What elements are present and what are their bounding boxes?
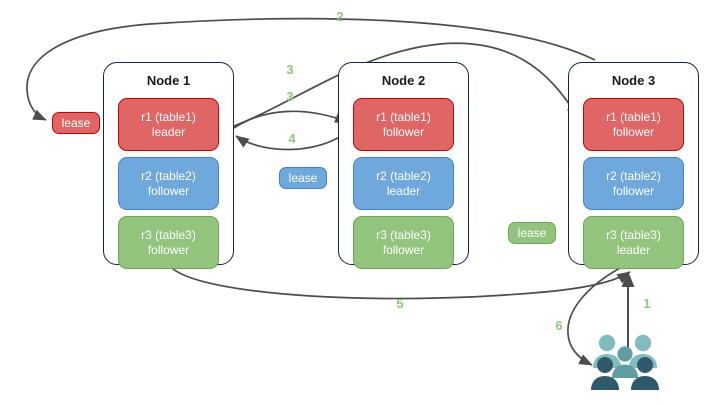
replica-name: r2 (table2): [606, 168, 661, 183]
replica-r3[interactable]: r3 (table3) follower: [353, 216, 454, 269]
edge-label-3b: 3: [286, 89, 294, 104]
replica-role: leader: [616, 242, 651, 257]
edge-label-5: 5: [396, 296, 404, 311]
replica-name: r3 (table3): [141, 227, 196, 242]
replica-role: follower: [382, 242, 425, 257]
node-box-node-2[interactable]: Node 2 r1 (table1) follower r2 (table2) …: [338, 62, 469, 269]
replica-r3[interactable]: r3 (table3) follower: [118, 216, 219, 269]
replica-r1[interactable]: r1 (table1) leader: [118, 98, 219, 151]
edge-label-3a: 3: [286, 62, 294, 77]
replica-role: follower: [147, 183, 190, 198]
replica-role: follower: [612, 183, 655, 198]
replica-role: follower: [147, 242, 190, 257]
edge-label-2: 2: [336, 9, 344, 24]
replica-r3[interactable]: r3 (table3) leader: [583, 216, 684, 269]
edge-label-6: 6: [555, 318, 563, 333]
edge-5-path: [169, 265, 631, 300]
edge-label-4: 4: [288, 131, 296, 146]
replica-r2[interactable]: r2 (table2) follower: [118, 157, 219, 210]
node-title: Node 3: [611, 73, 656, 88]
replica-name: r2 (table2): [376, 168, 431, 183]
replica-r1[interactable]: r1 (table1) follower: [583, 98, 684, 151]
node-box-node-3[interactable]: Node 3 r1 (table1) follower r2 (table2) …: [568, 62, 699, 269]
replica-name: r2 (table2): [141, 168, 196, 183]
replica-role: leader: [386, 183, 421, 198]
clients-actor[interactable]: [588, 332, 668, 392]
node-title: Node 2: [381, 73, 426, 88]
replica-r1[interactable]: r1 (table1) follower: [353, 98, 454, 151]
replica-role: follower: [612, 124, 655, 139]
node-box-node-1[interactable]: Node 1 r1 (table1) leader r2 (table2) fo…: [103, 62, 234, 269]
lease-badge-r2[interactable]: lease: [279, 167, 327, 189]
replica-name: r3 (table3): [606, 227, 661, 242]
node-title: Node 1: [146, 73, 191, 88]
replica-name: r3 (table3): [376, 227, 431, 242]
lease-badge-r3[interactable]: lease: [508, 222, 556, 244]
replica-r2[interactable]: r2 (table2) leader: [353, 157, 454, 210]
replica-role: follower: [382, 124, 425, 139]
replica-r2[interactable]: r2 (table2) follower: [583, 157, 684, 210]
edge-3b-path: [233, 110, 349, 129]
replica-name: r1 (table1): [141, 109, 196, 124]
people-group-icon: [591, 334, 659, 390]
replica-role: leader: [151, 124, 186, 139]
edge-label-1: 1: [643, 296, 651, 311]
replica-name: r1 (table1): [606, 109, 661, 124]
replica-name: r1 (table1): [376, 109, 431, 124]
lease-badge-r1[interactable]: lease: [52, 112, 100, 134]
